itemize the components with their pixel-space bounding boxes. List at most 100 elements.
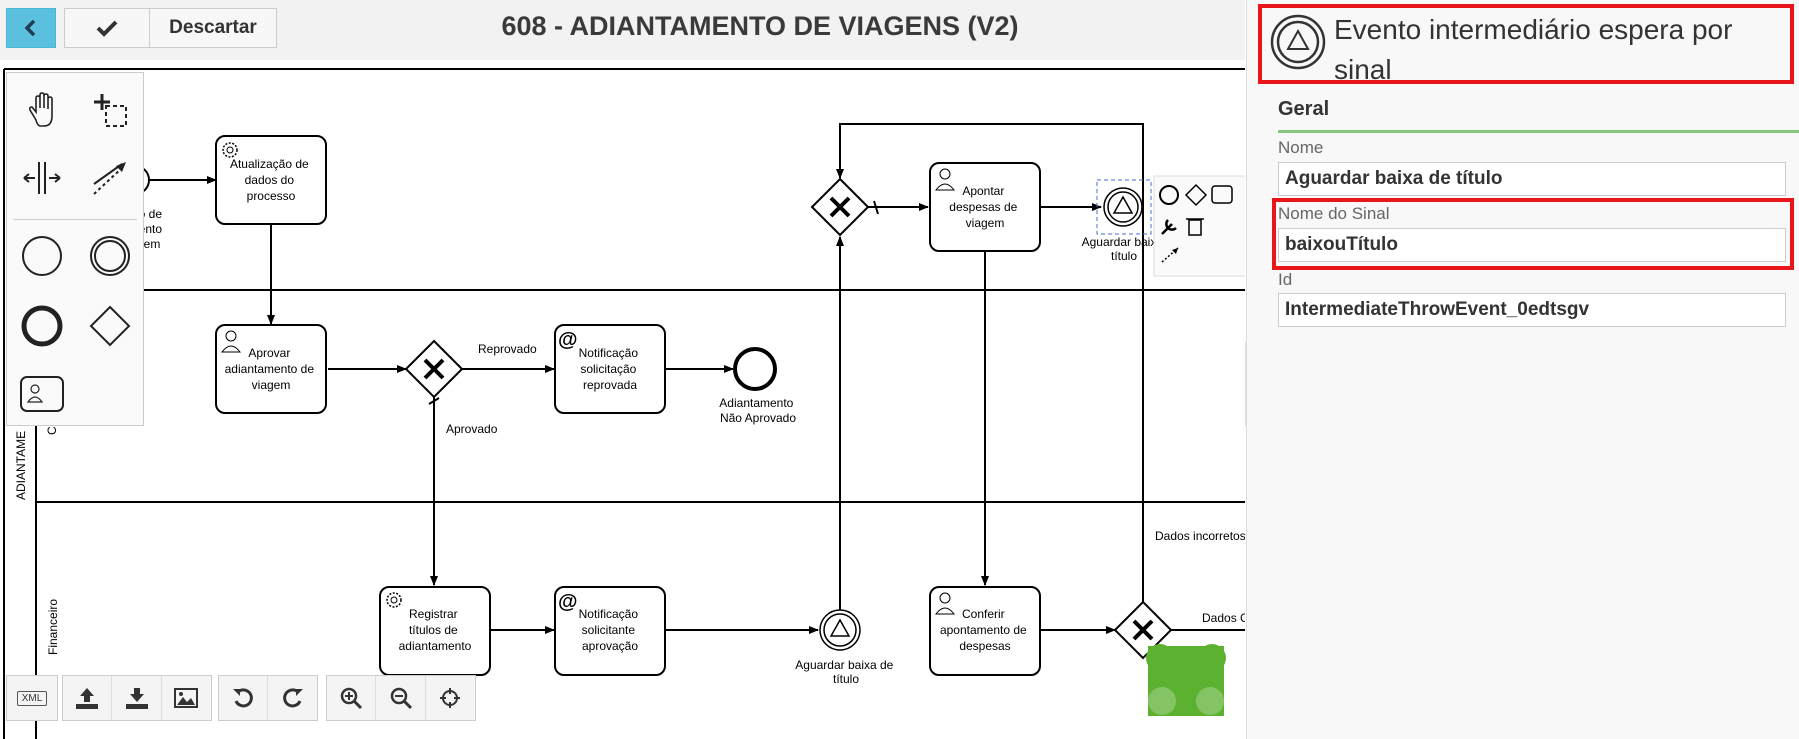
task-label-line: reprovada [583, 378, 637, 392]
download-icon [125, 688, 148, 709]
export-image-button[interactable] [162, 676, 211, 720]
svg-text:Aprovar adiantamento de: Aprovar adiantamento de viagem [225, 346, 318, 392]
task-notif-reprovada[interactable]: @ Notificação solicitação reprovada [554, 324, 666, 414]
bpmn-canvas[interactable]: ADIANTAME C Financeiro o de ento em [0, 60, 1245, 739]
check-icon [96, 20, 118, 37]
svg-text:Notificação solicitante: Notificação solicitante aprovação [579, 607, 642, 653]
upload-button[interactable] [63, 676, 113, 720]
task-label-line: dados do [245, 173, 295, 187]
task-label-line: solicitação [580, 362, 636, 376]
end-event-shortcut-icon [1159, 185, 1179, 205]
task-label-line: Atualização de [230, 157, 309, 171]
task-label-line: solicitante [582, 623, 636, 637]
create-end-event[interactable] [17, 301, 67, 351]
gateway-verify[interactable] [1113, 600, 1173, 660]
context-pad[interactable] [1153, 175, 1245, 277]
wrench-icon [1161, 219, 1177, 235]
task-label-line: viagem [252, 378, 291, 392]
connect-icon [1161, 247, 1179, 263]
task-label-line: Conferir [962, 607, 1005, 621]
name-input[interactable] [1278, 162, 1786, 196]
xml-button[interactable]: XML [7, 676, 57, 720]
lasso-tool[interactable] [85, 85, 135, 135]
discard-button[interactable]: Descartar [149, 8, 277, 48]
signal-event-top-selected[interactable] [1096, 179, 1152, 235]
signal-field-highlight [1272, 198, 1794, 270]
create-gateway[interactable] [85, 301, 135, 351]
signal-name-input[interactable] [1278, 228, 1786, 262]
task-label-line: Aprovar [248, 346, 290, 360]
end-event[interactable] [733, 347, 777, 391]
download-button[interactable] [112, 676, 162, 720]
zoom-out-button[interactable] [376, 676, 426, 720]
task-aprovar[interactable]: Aprovar adiantamento de viagem [215, 324, 327, 414]
task-label-line: viagem [966, 216, 1005, 230]
task-shortcut-icon [1211, 185, 1233, 204]
undo-button[interactable] [219, 676, 269, 720]
xml-icon: XML [16, 690, 48, 706]
gear-icon [222, 142, 238, 158]
task-label-line: processo [247, 189, 296, 203]
task-label-line: Apontar [962, 184, 1004, 198]
tab-general-label: Geral [1278, 98, 1330, 120]
zoom-out-icon [390, 687, 412, 710]
task-apontar[interactable]: Apontar despesas de viagem [929, 162, 1041, 252]
flow-label-aprovado: Aprovado [446, 422, 498, 436]
create-intermediate-event[interactable] [85, 231, 135, 281]
id-label: Id [1278, 270, 1293, 289]
sequence-flows[interactable] [149, 123, 1245, 634]
undo-icon [233, 688, 253, 708]
signal-bottom-label-line: título [833, 672, 859, 686]
signal-top-label-line: Aguardar baixa [1082, 235, 1164, 249]
tool-palette [6, 72, 144, 426]
xml-toolbar-group: XML [6, 675, 58, 721]
signal-bottom-label-line: Aguardar baixa de [795, 658, 893, 672]
zoom-toolbar-group [326, 675, 476, 721]
at-icon: @ [558, 329, 578, 351]
task-conferir[interactable]: Conferir apontamento de despesas [929, 586, 1041, 676]
gateway-loop[interactable] [810, 177, 870, 237]
flow-label-dados-c: Dados C [1202, 611, 1245, 625]
task-atualizacao[interactable]: Atualização de dados do processo [215, 135, 327, 225]
signal-name-label: Nome do Sinal [1278, 204, 1390, 223]
task-notif-aprovacao[interactable]: @ Notificação solicitante aprovação [554, 586, 666, 676]
create-user-task[interactable] [17, 369, 67, 419]
svg-text:Atualização de dados do: Atualização de dados do processo [230, 157, 312, 203]
palette-separator [13, 219, 137, 220]
signal-event-icon [1270, 14, 1326, 70]
back-button[interactable] [6, 8, 56, 48]
flow-label-dados-incorretos: Dados incorretos [1155, 529, 1245, 543]
zoom-in-button[interactable] [327, 676, 377, 720]
gateway-shortcut-icon [1184, 183, 1208, 207]
create-start-event[interactable] [17, 231, 67, 281]
start-label-line: ento [139, 222, 163, 236]
panel-header: Evento intermediário espera por sinal [1258, 4, 1794, 85]
svg-text:Aguardar baixa título: Aguardar baixa título [1082, 235, 1167, 263]
hand-tool[interactable] [17, 85, 67, 135]
trash-icon [1186, 218, 1204, 236]
gear-icon [386, 592, 402, 608]
svg-text:Notificação solicitação: Notificação solicitação reprovada [579, 346, 642, 392]
page-title: 608 - ADIANTAMENTO DE VIAGENS (V2) [501, 11, 1019, 41]
user-icon [934, 592, 956, 615]
panel-title: Evento intermediário espera por sinal [1334, 14, 1733, 85]
start-label-line: em [144, 237, 161, 251]
start-event-icon [22, 236, 62, 276]
svg-text:Registrar títulos de: Registrar títulos de adiantamento [399, 607, 472, 653]
tab-active-indicator [1278, 130, 1799, 133]
space-tool[interactable] [17, 153, 67, 203]
zoom-in-icon [340, 687, 363, 710]
intermediate-event-icon [90, 236, 130, 276]
id-input[interactable] [1278, 293, 1786, 327]
signal-event-bottom[interactable] [819, 609, 861, 651]
task-label-line: adiantamento [399, 639, 472, 653]
gateway-approval[interactable] [404, 339, 464, 399]
redo-button[interactable] [268, 676, 317, 720]
center-button[interactable] [426, 676, 475, 720]
task-registrar[interactable]: Registrar títulos de adiantamento [379, 586, 491, 676]
lane-label-financeiro: Financeiro [46, 599, 60, 655]
confirm-button[interactable] [64, 8, 150, 48]
flow-label-reprovado: Reprovado [478, 342, 537, 356]
tab-general[interactable]: Geral [1266, 92, 1799, 132]
connect-tool[interactable] [85, 153, 135, 203]
